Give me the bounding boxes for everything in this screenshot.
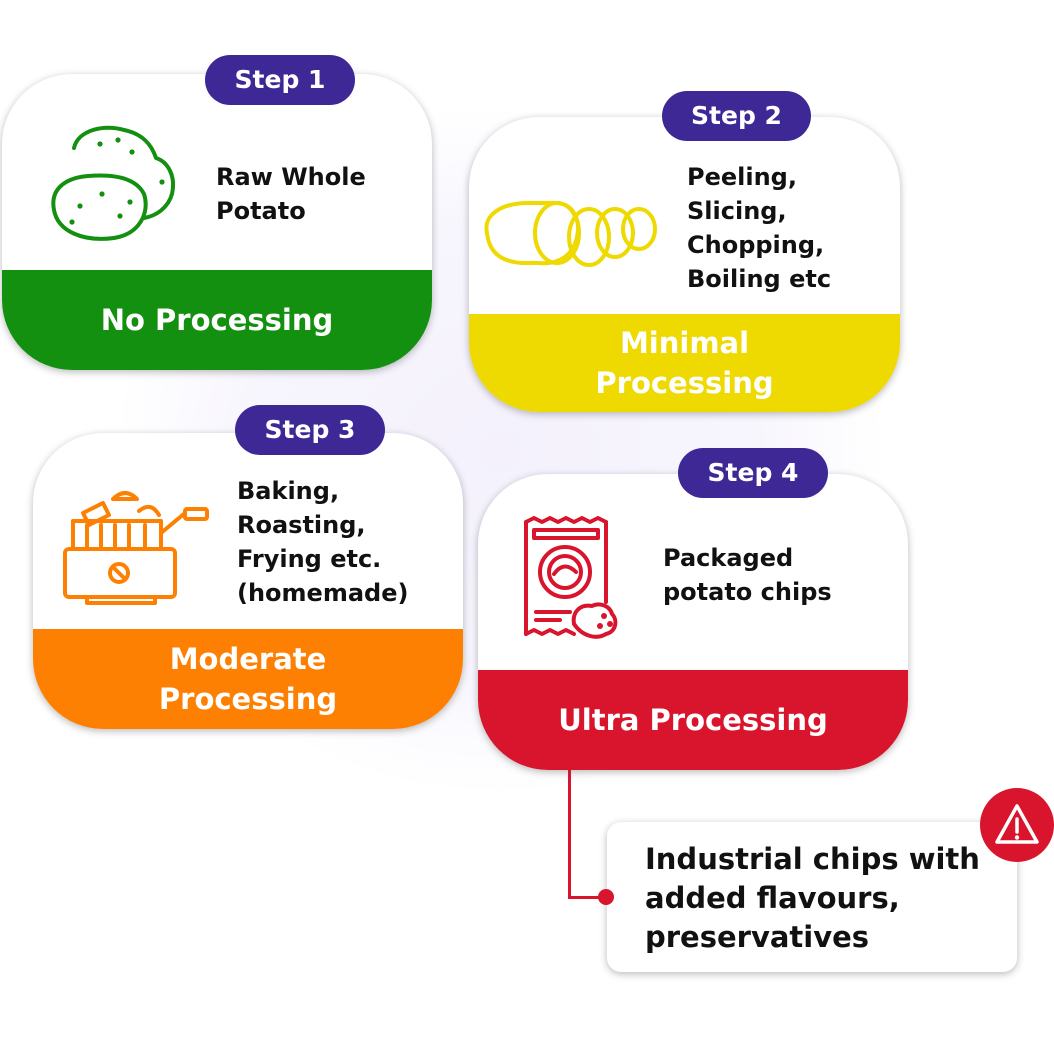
step-4-card: Packaged potato chips Ultra Processing: [478, 474, 908, 770]
step-3-description: Baking, Roasting, Frying etc. (homemade): [237, 477, 409, 607]
warning-icon: [995, 804, 1039, 844]
connector-line-horizontal: [568, 896, 606, 899]
potato-slices-icon: [484, 201, 657, 267]
step-2-card: Peeling, Slicing, Chopping, Boiling etc …: [469, 117, 900, 412]
step-2-pill: Step 2: [662, 91, 811, 141]
step-1-category-band: No Processing: [2, 270, 432, 370]
step-4-pill: Step 4: [678, 448, 828, 498]
step-1-pill: Step 1: [205, 55, 355, 105]
step-2-description: Peeling, Slicing, Chopping, Boiling etc: [687, 163, 832, 293]
connector-line-vertical: [568, 768, 571, 898]
step-1-description: Raw Whole Potato: [216, 163, 366, 225]
step-2-category-band: Minimal Processing: [469, 314, 900, 412]
step-3-pill: Step 3: [235, 405, 385, 455]
note-text: Industrial chips with added flavours, pr…: [645, 842, 980, 954]
step-1-card: Raw Whole Potato No Processing: [2, 74, 432, 370]
warning-badge: [980, 788, 1054, 862]
step-4-description: Packaged potato chips: [663, 544, 832, 606]
step-3-category-band: Moderate Processing: [33, 629, 463, 729]
note-box: Industrial chips with added flavours, pr…: [607, 822, 1017, 972]
potato-icon: [51, 125, 175, 241]
step-3-card: Baking, Roasting, Frying etc. (homemade)…: [33, 433, 463, 729]
step-4-category-band: Ultra Processing: [478, 670, 908, 770]
chips-packet-icon: [524, 516, 618, 639]
connector-dot: [598, 889, 614, 905]
fryer-icon: [63, 491, 209, 605]
